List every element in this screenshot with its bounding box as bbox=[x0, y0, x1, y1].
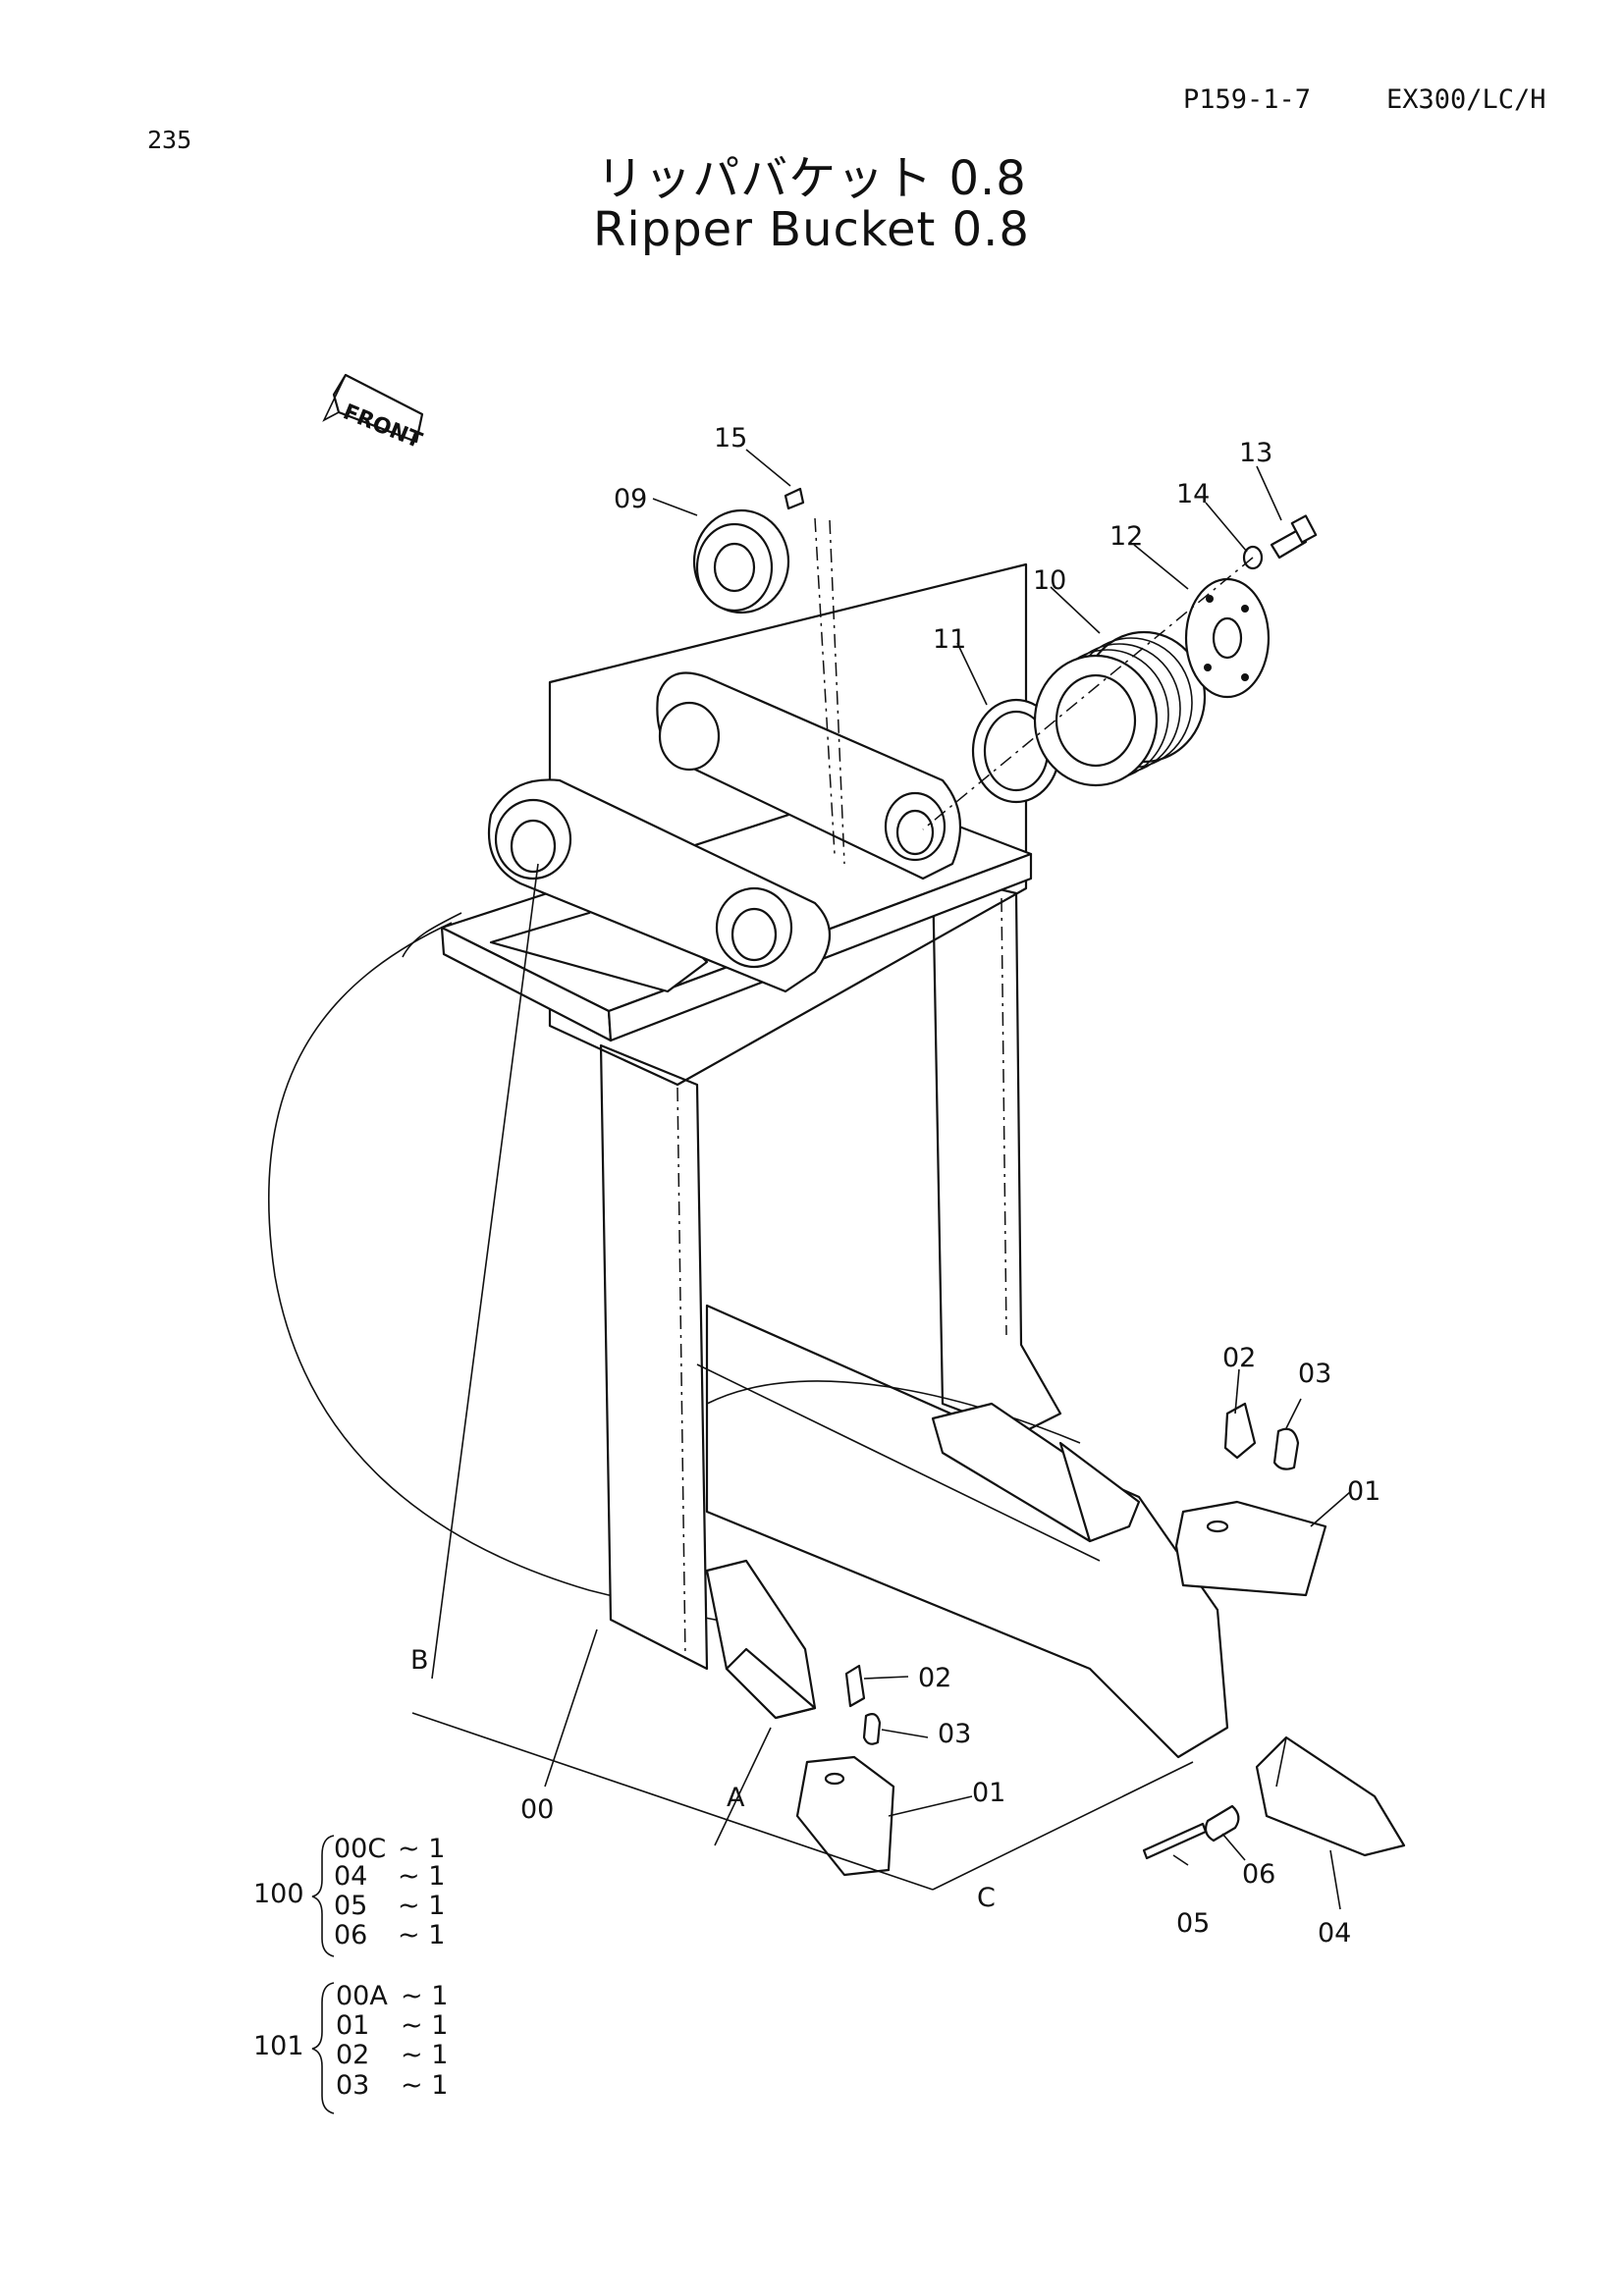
callout-14: 14 bbox=[1176, 479, 1210, 509]
assembly-item-qty: ~ 1 bbox=[401, 2040, 448, 2070]
callout-03-lower: 03 bbox=[938, 1719, 971, 1749]
tooth-adapter-left bbox=[705, 1559, 817, 1720]
assembly-item-part: 02 bbox=[336, 2040, 369, 2070]
assembly-item-part: 05 bbox=[334, 1891, 367, 1921]
assembly-item-qty: ~ 1 bbox=[401, 1981, 448, 2011]
callout-12: 12 bbox=[1109, 521, 1143, 552]
page-code: P159-1-7 bbox=[1183, 84, 1312, 115]
right-boss-bracket bbox=[656, 671, 962, 881]
assembly-item-qty: ~ 1 bbox=[398, 1920, 445, 1950]
position-label-b: B bbox=[410, 1645, 429, 1676]
callout-leaders bbox=[411, 449, 1351, 1910]
bolt-13 bbox=[1270, 514, 1318, 560]
callout-06: 06 bbox=[1242, 1859, 1275, 1890]
retainer-06 bbox=[1204, 1804, 1240, 1842]
pin-15 bbox=[784, 487, 805, 510]
page-number: 235 bbox=[147, 126, 192, 154]
position-label-a: A bbox=[727, 1783, 745, 1813]
callout-09: 09 bbox=[614, 484, 647, 514]
assembly-code: 101 bbox=[253, 2031, 304, 2061]
lock-03-upper bbox=[1272, 1427, 1300, 1470]
model-code: EX300/LC/H bbox=[1386, 84, 1546, 115]
pin-05 bbox=[1142, 1822, 1208, 1860]
callout-15: 15 bbox=[714, 423, 747, 454]
bucket-frame bbox=[548, 562, 1229, 1759]
callout-labels: 15 09 13 14 12 10 11 02 03 01 02 03 01 0… bbox=[410, 423, 1380, 1949]
assembly-item-part: 00C bbox=[334, 1834, 386, 1864]
pin-02-lower bbox=[844, 1664, 866, 1708]
callout-05: 05 bbox=[1176, 1908, 1210, 1939]
position-label-c: C bbox=[977, 1883, 996, 1913]
tooth-adapter-right bbox=[931, 1402, 1141, 1543]
plate-12 bbox=[1184, 577, 1271, 699]
left-boss-bracket bbox=[487, 778, 832, 993]
callout-00: 00 bbox=[520, 1794, 554, 1825]
callout-01-lower: 01 bbox=[972, 1778, 1005, 1808]
assembly-item-part: 01 bbox=[336, 2010, 369, 2041]
assembly-item-qty: ~ 1 bbox=[398, 1834, 445, 1864]
callout-11: 11 bbox=[933, 624, 966, 655]
title-japanese: リッパバケット 0.8 bbox=[596, 151, 1027, 206]
callout-02-lower: 02 bbox=[918, 1663, 951, 1693]
callout-01-upper: 01 bbox=[1347, 1476, 1380, 1507]
assembly-item-part: 00A bbox=[336, 1981, 388, 2011]
assembly-100: 100 00C ~ 1 04 ~ 1 05 ~ 1 06 ~ 1 bbox=[253, 1834, 445, 1957]
tooth-04 bbox=[1255, 1735, 1406, 1857]
assembly-code: 100 bbox=[253, 1879, 304, 1909]
callout-02-upper: 02 bbox=[1222, 1343, 1256, 1373]
assembly-item-part: 06 bbox=[334, 1920, 367, 1950]
assembly-item-qty: ~ 1 bbox=[401, 2070, 448, 2101]
callout-10: 10 bbox=[1033, 565, 1066, 596]
assembly-item-qty: ~ 1 bbox=[398, 1861, 445, 1892]
assembly-101: 101 00A ~ 1 01 ~ 1 02 ~ 1 03 ~ 1 bbox=[253, 1981, 448, 2114]
callout-04: 04 bbox=[1318, 1918, 1351, 1949]
pin-02-upper bbox=[1223, 1402, 1257, 1460]
assembly-item-part: 04 bbox=[334, 1861, 367, 1892]
assembly-item-qty: ~ 1 bbox=[398, 1891, 445, 1921]
assembly-item-qty: ~ 1 bbox=[401, 2010, 448, 2041]
shim-stack-10 bbox=[1033, 630, 1207, 787]
assembly-item-part: 03 bbox=[336, 2070, 369, 2101]
lock-03-lower bbox=[862, 1713, 882, 1745]
callout-03-upper: 03 bbox=[1298, 1359, 1331, 1389]
tooth-01-upper bbox=[1174, 1500, 1327, 1597]
callout-13: 13 bbox=[1239, 438, 1272, 468]
assembly-lines bbox=[431, 517, 1254, 1680]
bushing-09 bbox=[692, 508, 790, 614]
front-arrow-icon: FRONT bbox=[322, 373, 425, 454]
title-english: Ripper Bucket 0.8 bbox=[593, 202, 1030, 257]
tooth-01-lower bbox=[795, 1755, 895, 1877]
